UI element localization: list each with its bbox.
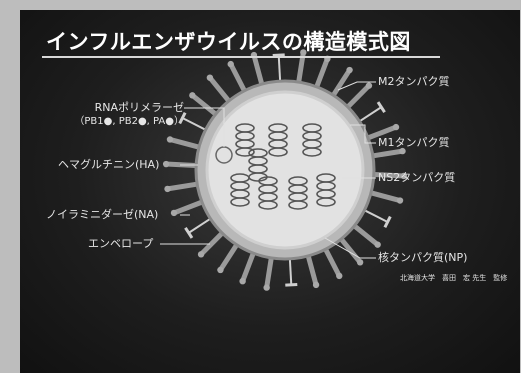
rna-polymerase-label-line1: RNAポリメラーゼ — [94, 101, 184, 114]
neuraminidase-label: ノイラミニダーゼ(NA) — [46, 208, 159, 221]
page-title: インフルエンザウイルスの構造模式図 — [46, 30, 411, 54]
neuraminidase-spike — [272, 53, 285, 84]
hemagglutinin-spike — [189, 92, 219, 118]
m1-layer — [205, 90, 365, 250]
slide: インフルエンザウイルスの構造模式図 RNAポリメラーゼ （PB1●, PB2●,… — [20, 10, 520, 373]
rna-polymerase-label-line2: （PB1●, PB2●, PA●） — [74, 116, 184, 127]
hemagglutinin-spike — [365, 123, 400, 141]
hemagglutinin-spike — [368, 189, 404, 204]
hemagglutinin-label: ヘマグルチニン(HA) — [58, 158, 160, 171]
hemagglutinin-spike — [351, 222, 381, 248]
surface-spikes — [162, 49, 408, 291]
hemagglutinin-spike — [305, 253, 320, 289]
neuraminidase-spike — [178, 112, 208, 132]
neuraminidase-spike — [285, 256, 298, 287]
hemagglutinin-spike — [170, 199, 205, 217]
rnp-segment — [230, 173, 250, 207]
hemagglutinin-spike — [263, 255, 275, 291]
hemagglutinin-spike — [337, 235, 364, 266]
rnp-segment — [316, 173, 336, 207]
virion-core — [207, 92, 363, 248]
nucleoprotein-label: 核タンパク質(NP) — [378, 251, 468, 264]
neuraminidase-spike — [362, 208, 392, 228]
title-underline — [42, 56, 440, 58]
hemagglutinin-spike — [162, 160, 199, 169]
hemagglutinin-spike — [166, 136, 202, 151]
hemagglutinin-spike — [344, 82, 373, 111]
hemagglutinin-spike — [322, 246, 343, 280]
ns2-protein-label: NS2タンパク質 — [378, 171, 456, 184]
rnp-segment — [248, 148, 268, 182]
hemagglutinin-spike — [164, 181, 200, 193]
neuraminidase-spike — [357, 101, 386, 124]
hemagglutinin-spike — [206, 74, 233, 105]
hemagglutinin-spike — [197, 229, 226, 258]
rna-polymerase-label: RNAポリメラーゼ （PB1●, PB2●, PA●） — [74, 101, 184, 129]
hemagglutinin-spike — [239, 250, 257, 285]
rnp-segment — [268, 123, 288, 157]
hemagglutinin-spike — [370, 147, 406, 159]
rnp-segment — [235, 123, 255, 157]
hemagglutinin-spike — [371, 171, 408, 180]
rnp-segment — [288, 176, 308, 210]
virus-diagram — [160, 49, 408, 291]
hemagglutinin-spike — [227, 60, 248, 94]
credit-text: 北海道大学 喜田 宏 先生 監修 — [400, 274, 508, 282]
neuraminidase-spike — [184, 216, 213, 239]
rnp-segments — [230, 123, 336, 210]
hemagglutinin-spike — [313, 55, 331, 90]
rnp-segment — [302, 123, 322, 157]
leader-lines — [160, 81, 376, 259]
hemagglutinin-spike — [217, 241, 240, 274]
envelope-label: エンベロープ — [88, 237, 154, 250]
m2-protein-label: M2タンパク質 — [378, 75, 450, 88]
hemagglutinin-spike — [330, 66, 353, 99]
m1-protein-label: M1タンパク質 — [378, 136, 450, 149]
